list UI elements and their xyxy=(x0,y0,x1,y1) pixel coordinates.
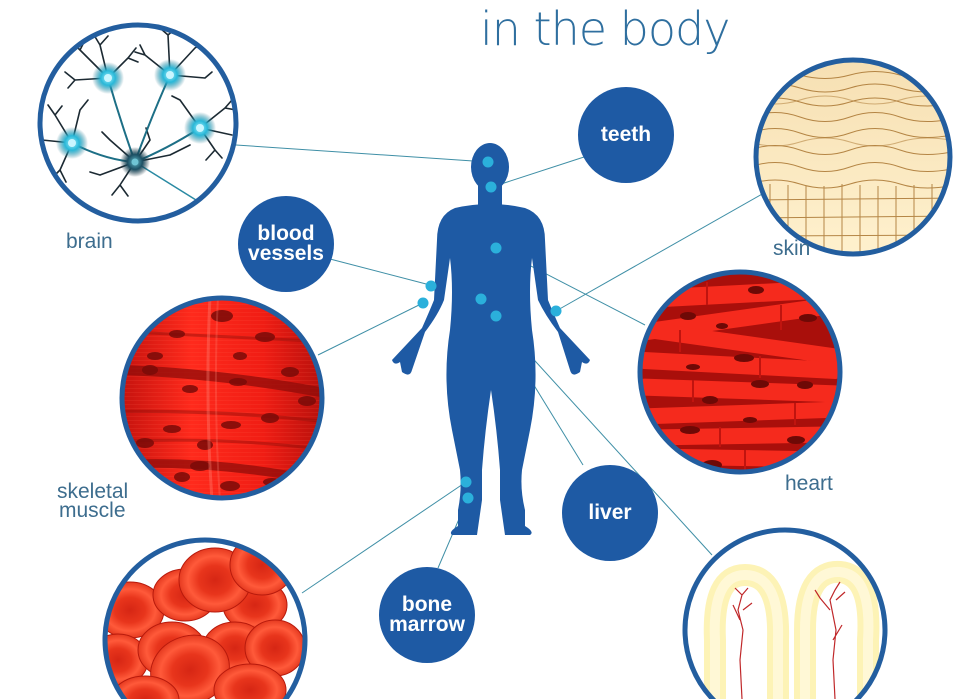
point-teeth xyxy=(485,181,497,193)
blood-vessels-line-2: vessels xyxy=(248,242,324,265)
brain-tissue-circle xyxy=(37,22,239,224)
skin-label: skin xyxy=(773,237,811,260)
human-body-silhouette-icon xyxy=(392,143,590,535)
skeletal-muscle-tissue-circle xyxy=(119,295,325,501)
heart-ring xyxy=(637,269,843,475)
point-blood xyxy=(460,476,472,488)
blood-vessels-line-1: blood xyxy=(257,222,315,245)
muscle-fibers-icon xyxy=(122,298,322,498)
heart-label: heart xyxy=(785,472,833,495)
point-skeletal-muscle xyxy=(417,297,429,309)
liver-bubble: liver xyxy=(562,465,658,561)
skeletal-muscle-ring xyxy=(119,295,325,501)
bone-marrow-bubble-label: bone marrow xyxy=(389,593,465,636)
red-blood-cells-tissue-circle xyxy=(102,537,308,699)
body-points xyxy=(417,156,562,504)
intestine-ring xyxy=(682,527,888,699)
teeth-bubble: teeth xyxy=(578,87,674,183)
skin-tissue-circle xyxy=(753,57,953,257)
bone-marrow-line-1: bone xyxy=(401,593,453,616)
brain-ring xyxy=(37,22,239,224)
skeletal-muscle-label-line-1: skeletal xyxy=(57,480,129,503)
bone-marrow-bubble: bone marrow xyxy=(379,567,475,663)
skin-cells-icon xyxy=(756,60,950,254)
intestinal-villi-tissue-circle xyxy=(682,527,888,699)
heart-tissue-circle xyxy=(637,269,843,475)
neurons-icon xyxy=(41,27,236,201)
blood-ring xyxy=(102,537,308,699)
point-bone-marrow xyxy=(462,492,474,504)
liver-bubble-label: liver xyxy=(588,501,632,524)
intestinal-villi-icon xyxy=(703,561,880,699)
teeth-bubble-label: teeth xyxy=(600,123,652,146)
point-heart xyxy=(490,242,502,254)
skeletal-muscle-label: skeletal muscle xyxy=(57,480,129,522)
point-blood-vessels xyxy=(425,280,437,292)
skin-ring xyxy=(753,57,953,257)
point-skin xyxy=(550,305,562,317)
cardiac-muscle-icon xyxy=(640,272,840,472)
blood-vessels-bubble: blood vessels xyxy=(238,196,334,292)
red-blood-cells-icon xyxy=(105,540,305,699)
skeletal-muscle-label-line-2: muscle xyxy=(59,499,126,522)
blood-vessels-bubble-label: blood vessels xyxy=(248,222,324,265)
page-title: in the body xyxy=(480,2,730,56)
point-intestine xyxy=(490,310,502,322)
bone-marrow-line-2: marrow xyxy=(389,613,465,636)
brain-label: brain xyxy=(66,230,113,253)
point-brain xyxy=(482,156,494,168)
point-liver xyxy=(475,293,487,305)
